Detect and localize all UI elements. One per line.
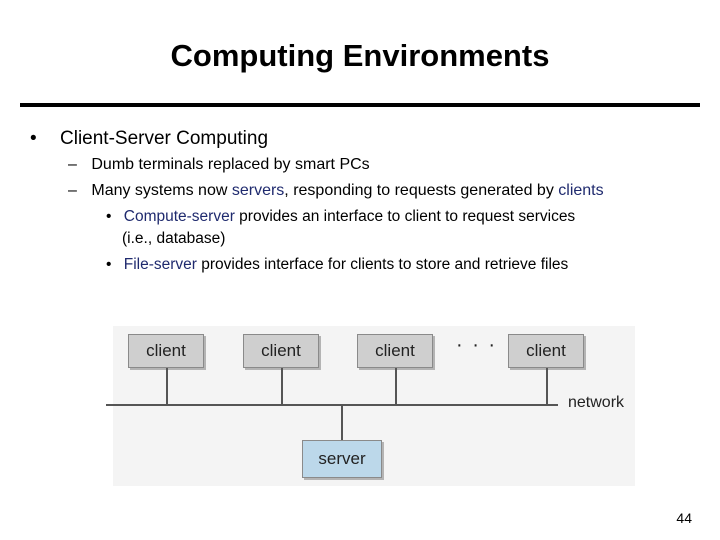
bullet-marker: • (30, 128, 37, 149)
sub-bullet-text: Dumb terminals replaced by smart PCs (91, 156, 370, 173)
compute-server-continuation: (i.e., database) (122, 230, 226, 247)
network-label: network (568, 394, 625, 411)
sub-bullet-servers: – Many systems now servers, responding t… (68, 182, 604, 200)
sub-bullet-text: Many systems now (91, 182, 232, 199)
bullet-marker: • (106, 256, 112, 273)
client-drop-line-2 (281, 368, 283, 404)
compute-server-highlight: Compute-server (123, 208, 235, 225)
page-number: 44 (676, 510, 692, 526)
bullet-text: Client-Server Computing (60, 128, 269, 149)
client-box-3: client (357, 334, 433, 368)
dash-marker: – (68, 156, 77, 173)
client-ellipsis: · · · (456, 334, 498, 356)
server-drop-line (341, 406, 343, 440)
client-drop-line-1 (166, 368, 168, 404)
slide-title: Computing Environments (170, 38, 550, 73)
server-box: server (302, 440, 382, 478)
client-server-diagram: client client client · · · client networ… (106, 326, 646, 486)
file-server-highlight: File-server (123, 256, 197, 273)
compute-server-text: provides an interface to client to reque… (234, 208, 576, 225)
client-box-2: client (243, 334, 319, 368)
client-box-1: client (128, 334, 204, 368)
dash-marker: – (68, 182, 77, 199)
file-server-text: provides interface for clients to store … (196, 256, 569, 273)
client-drop-line-4 (546, 368, 548, 404)
network-bus-line (106, 404, 558, 406)
bullet-client-server: • Client-Server Computing (30, 128, 269, 150)
sub-sub-bullet-compute-server: • Compute-server provides an interface t… (106, 208, 575, 226)
servers-highlight: servers (231, 182, 285, 199)
sub-bullet-text-2: , responding to requests generated by (284, 182, 559, 199)
bullet-marker: • (106, 208, 112, 225)
sub-bullet-dumb-terminals: – Dumb terminals replaced by smart PCs (68, 156, 370, 174)
clients-highlight: clients (558, 182, 604, 199)
sub-sub-bullet-file-server: • File-server provides interface for cli… (106, 256, 568, 274)
title-rule (20, 103, 700, 107)
client-box-4: client (508, 334, 584, 368)
client-drop-line-3 (395, 368, 397, 404)
